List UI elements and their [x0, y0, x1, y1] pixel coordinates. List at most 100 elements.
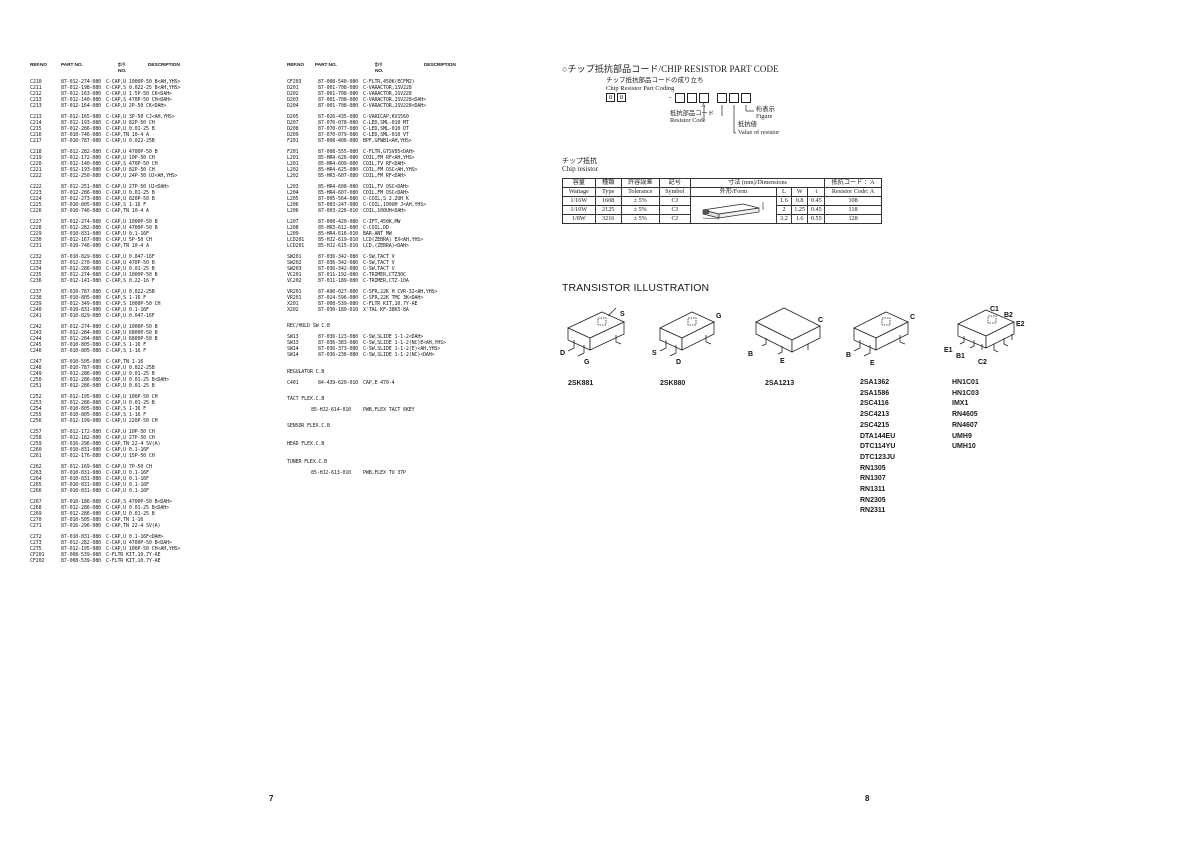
ref-no: C251 — [30, 383, 42, 390]
ref-no: C238 — [30, 294, 42, 301]
part-no: 87-012-195-080 — [61, 545, 102, 552]
pin-s: S — [652, 350, 657, 357]
part-no: 87-012-274-080 — [61, 272, 102, 279]
description: C-CAP,U 1000P-50 B — [106, 323, 158, 330]
th-t: t — [807, 187, 826, 197]
description: C-LED,SML-010 MT — [363, 120, 409, 127]
part-no: 87-016-296-080 — [61, 523, 102, 529]
ref-no: L204 — [287, 190, 299, 196]
description: C-CAP,TN 1-16 — [106, 516, 144, 523]
description: C-CAP,U 0.1-16F — [106, 481, 149, 488]
part-no: 87-036-123-080 — [318, 334, 359, 341]
part-no: 87-012-198-080 — [61, 85, 102, 92]
part-no: 87-010-829-080 — [61, 313, 102, 320]
table-cell: 1.25 — [790, 205, 809, 215]
table-cell: 0.45 — [807, 196, 826, 206]
pin-g: G — [716, 313, 722, 320]
description: C-CAP,U 1000P-50 B — [106, 218, 158, 225]
description: C-CAP,U 0.022-25B — [106, 364, 155, 371]
ref-no: D209 — [287, 132, 299, 139]
page-number-right: 8 — [865, 794, 870, 803]
part-no: 87-008-555-080 — [318, 148, 359, 155]
table-cell: 3.2 — [776, 214, 792, 224]
description: C-CAP,U 0.1-16F — [106, 475, 149, 482]
ref-no: LCD201 — [287, 237, 305, 244]
transistor-type: 2SC4116 — [860, 400, 889, 408]
section-title: REC/HOLD SW C.B — [287, 323, 330, 330]
code-box-empty — [729, 93, 739, 103]
description: C-CAP,U 220P-50 CH — [106, 418, 158, 425]
pin-e: E — [780, 358, 785, 365]
table-cell: CJ — [658, 214, 691, 224]
ref-no: CF202 — [30, 557, 45, 564]
ref-no: VC202 — [287, 278, 302, 285]
description: C-CAP,U 0.1-16F — [106, 446, 149, 453]
description: C-FLTR,GTSV05<DAH> — [363, 148, 415, 155]
table-cell: 3216 — [594, 214, 622, 224]
part-no: 87-001-708-080 — [318, 97, 359, 104]
th-symbol-en: Symbol — [658, 187, 691, 197]
description: C-CAP,S 0.22-16 F — [106, 278, 155, 285]
header-ref-no: REF.NO — [287, 63, 304, 68]
description: C-CAP,U 15P-50 CH — [106, 453, 155, 460]
transistor-2sa1213-icon: C B E — [748, 307, 823, 365]
th-wattage-jp: 容量 — [562, 178, 596, 188]
ref-no: C244 — [30, 335, 42, 342]
description: C-LED,SML-010 DT — [363, 126, 409, 133]
part-no: 87-012-199-080 — [61, 418, 102, 425]
table-cell: 2 — [776, 205, 792, 215]
ref-no: C231 — [30, 243, 42, 250]
description: C-CAP,U 6800P-50 B — [106, 335, 158, 342]
description: C-CAP,U 2P-50 CK<DAH> — [106, 103, 167, 110]
ref-no: C227 — [30, 218, 42, 225]
part-no: 87-012-274-080 — [61, 218, 102, 225]
ref-no: C229 — [30, 231, 42, 238]
ref-no: C273 — [30, 539, 42, 546]
ref-no: C272 — [30, 533, 42, 540]
code-box-empty — [741, 93, 751, 103]
ref-no: C243 — [30, 329, 42, 336]
th-type-en: Type — [594, 187, 622, 197]
description: C-TRIMER,CTZ30C — [363, 272, 406, 279]
description: C-CAP,U 820P-50 B — [106, 196, 155, 203]
ref-no: C230 — [30, 237, 42, 244]
ref-no: SW201 — [287, 253, 302, 260]
description: C-CAP,U 27P-50 UJ<DAH> — [106, 183, 169, 190]
description: COIL,100UH<DAH> — [363, 208, 406, 215]
description: C-CAP,U 0.1-16F — [106, 307, 149, 314]
description: C-CAP,U 4700P-50 B<DAH> — [106, 539, 172, 546]
part-no: 87-010-831-080 — [61, 469, 102, 476]
pin-d: D — [676, 359, 681, 366]
